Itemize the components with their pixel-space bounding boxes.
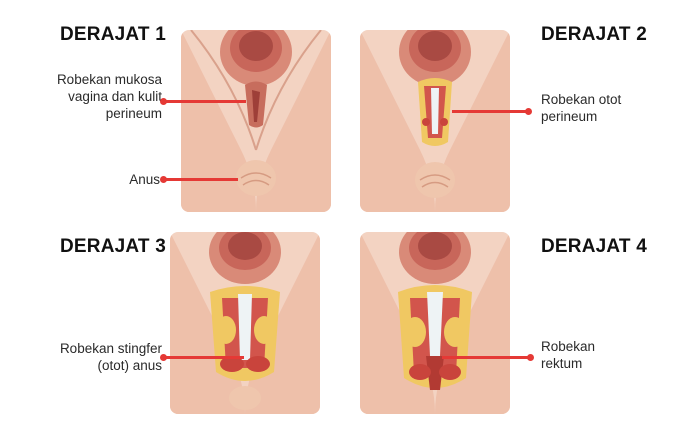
- degree-2-illustration: [360, 30, 510, 212]
- panel-2-title: DERAJAT 2: [541, 24, 647, 46]
- panel-1-label-anus: Anus: [80, 171, 160, 188]
- panel-4-label-rectum: Robekan rektum: [541, 338, 621, 372]
- panel-4-title: DERAJAT 4: [541, 236, 647, 258]
- panel-1-title: DERAJAT 1: [60, 24, 166, 46]
- panel-3-title: DERAJAT 3: [60, 236, 166, 258]
- degree-3-illustration: [170, 232, 320, 414]
- panel-1-pointer-anus: [164, 178, 238, 181]
- panel-2-pointer-muscle: [452, 110, 528, 113]
- panel-1-pointer-anus-dot: [160, 176, 167, 183]
- panel-3-pointer-sphincter: [164, 356, 244, 359]
- panel-3-label-sphincter: Robekan stingfer (otot) anus: [34, 340, 162, 374]
- panel-4-pointer-dot: [527, 354, 534, 361]
- panel-2-pointer-dot: [525, 108, 532, 115]
- panel-3-pointer-dot: [160, 354, 167, 361]
- degree-4-illustration: [360, 232, 510, 414]
- panel-1-pointer-dot: [160, 98, 167, 105]
- panel-1-pointer-tear-mucosa: [164, 100, 246, 103]
- degree-1-illustration: [181, 30, 331, 212]
- panel-1-label-tear-mucosa: Robekan mukosa vagina dan kulit perineum: [28, 71, 162, 122]
- panel-2-label-muscle: Robekan otot perineum: [541, 91, 641, 125]
- panel-4-pointer-rectum: [442, 356, 530, 359]
